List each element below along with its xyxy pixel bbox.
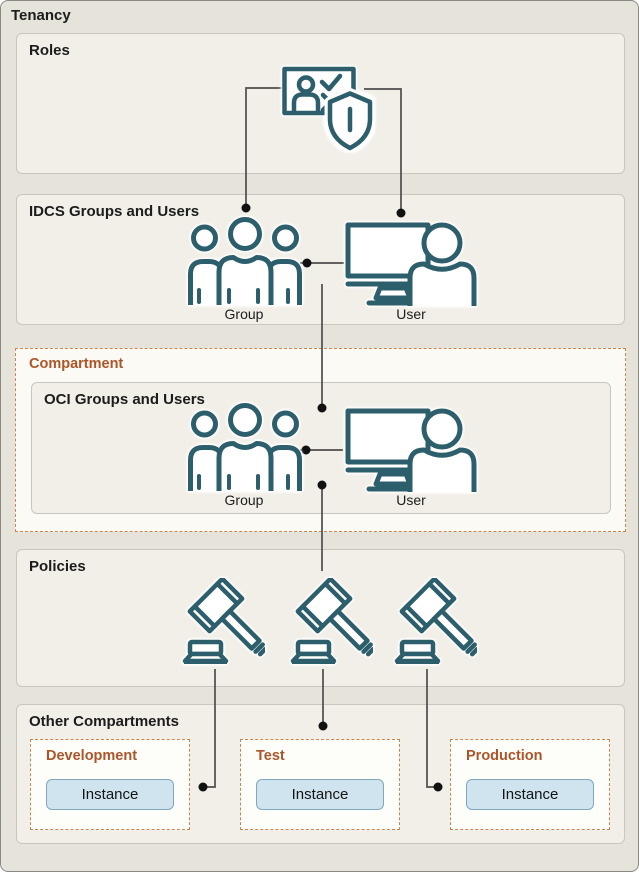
instance-node-development: Instance	[46, 779, 174, 810]
roles-title: Roles	[29, 42, 70, 59]
other-compartments-title: Other Compartments	[29, 713, 180, 730]
role-card-shield-icon	[282, 66, 374, 151]
oci-user-label: User	[396, 492, 426, 508]
compartment-box-development: Development Instance	[30, 739, 190, 830]
production-title: Production	[466, 748, 543, 764]
oci-groups-box: OCI Groups and Users	[31, 382, 611, 514]
development-title: Development	[46, 748, 138, 764]
idcs-user-label: User	[396, 306, 426, 322]
compartment-title: Compartment	[29, 356, 124, 372]
other-compartments-section: Other Compartments Development Instance …	[16, 704, 625, 844]
policies-section: Policies	[16, 549, 625, 687]
compartment-box-production: Production Instance	[450, 739, 610, 830]
gavel-icon	[182, 578, 265, 664]
compartment-box: Compartment OCI Groups and Users	[15, 348, 626, 532]
policies-title: Policies	[29, 558, 86, 575]
group-people-icon	[188, 403, 302, 491]
idcs-title: IDCS Groups and Users	[29, 203, 200, 220]
gavel-icon	[394, 578, 477, 664]
user-monitor-icon	[345, 222, 477, 306]
idcs-section: IDCS Groups and Users	[16, 194, 625, 325]
gavel-icon	[290, 578, 373, 664]
test-title: Test	[256, 748, 285, 764]
idcs-group-label: Group	[224, 306, 264, 322]
oci-group-label: Group	[224, 492, 264, 508]
instance-node-production: Instance	[466, 779, 594, 810]
group-people-icon	[188, 217, 302, 305]
tenancy-title: Tenancy	[11, 7, 71, 24]
instance-node-test: Instance	[256, 779, 384, 810]
user-monitor-icon	[345, 408, 477, 492]
compartment-box-test: Test Instance	[240, 739, 400, 830]
oci-title: OCI Groups and Users	[44, 391, 205, 408]
